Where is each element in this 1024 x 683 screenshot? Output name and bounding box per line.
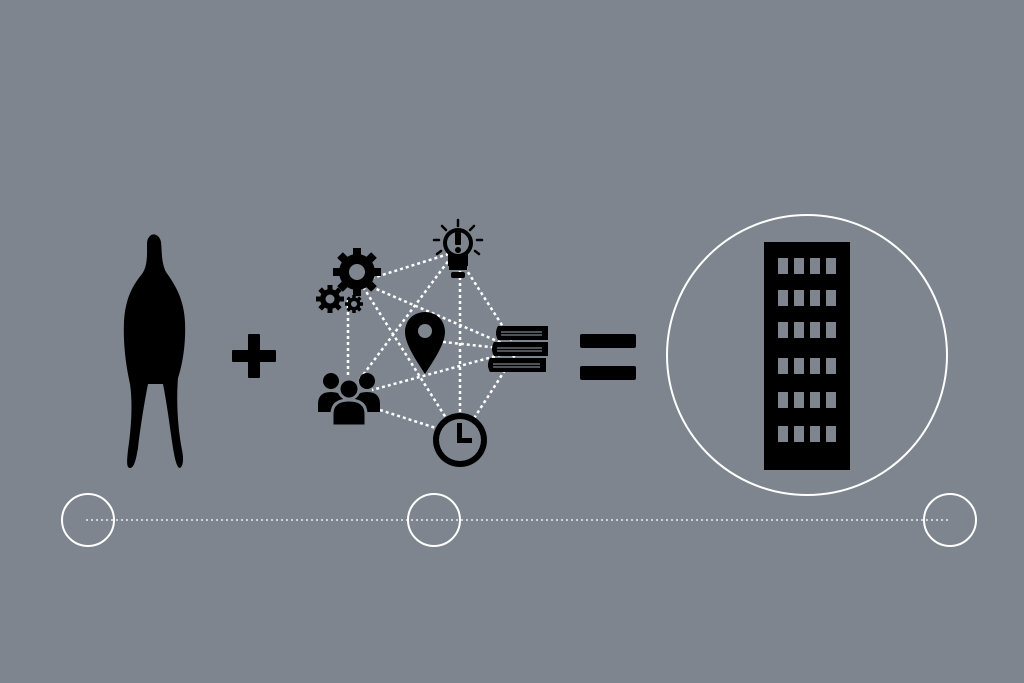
building-window: [810, 290, 820, 306]
gear-icon: [345, 295, 363, 313]
gears-icon: [316, 248, 381, 313]
building-window: [778, 358, 788, 374]
location-pin-icon: [405, 312, 445, 374]
building-window: [826, 426, 836, 442]
building-window: [810, 358, 820, 374]
building-window: [810, 322, 820, 338]
building-window: [794, 258, 804, 274]
office-building-icon: [764, 242, 850, 470]
building-window: [794, 358, 804, 374]
timeline-marker-end[interactable]: [923, 493, 977, 547]
building-window: [794, 392, 804, 408]
building-window: [778, 290, 788, 306]
building-window: [810, 258, 820, 274]
building-window: [826, 358, 836, 374]
building-window: [778, 392, 788, 408]
building-window: [794, 322, 804, 338]
plus-icon: [232, 334, 276, 378]
building-window: [778, 258, 788, 274]
person-silhouette-icon: [123, 234, 186, 468]
books-icon: [488, 326, 548, 372]
result-circle: [666, 214, 948, 496]
building-window: [778, 426, 788, 442]
building-window: [810, 392, 820, 408]
clock-icon: [433, 413, 487, 467]
lightbulb-icon: [432, 218, 484, 278]
building-window: [826, 258, 836, 274]
timeline: [61, 493, 977, 547]
building-window: [826, 322, 836, 338]
building-window: [810, 426, 820, 442]
gear-icon: [316, 285, 344, 313]
equals-icon: [580, 334, 636, 380]
people-group-icon: [318, 373, 380, 428]
building-window: [826, 392, 836, 408]
timeline-marker-middle[interactable]: [407, 493, 461, 547]
building-window: [826, 290, 836, 306]
building-window: [778, 322, 788, 338]
gear-icon: [333, 248, 381, 296]
timeline-marker-start[interactable]: [61, 493, 115, 547]
building-window: [794, 290, 804, 306]
building-window: [794, 426, 804, 442]
